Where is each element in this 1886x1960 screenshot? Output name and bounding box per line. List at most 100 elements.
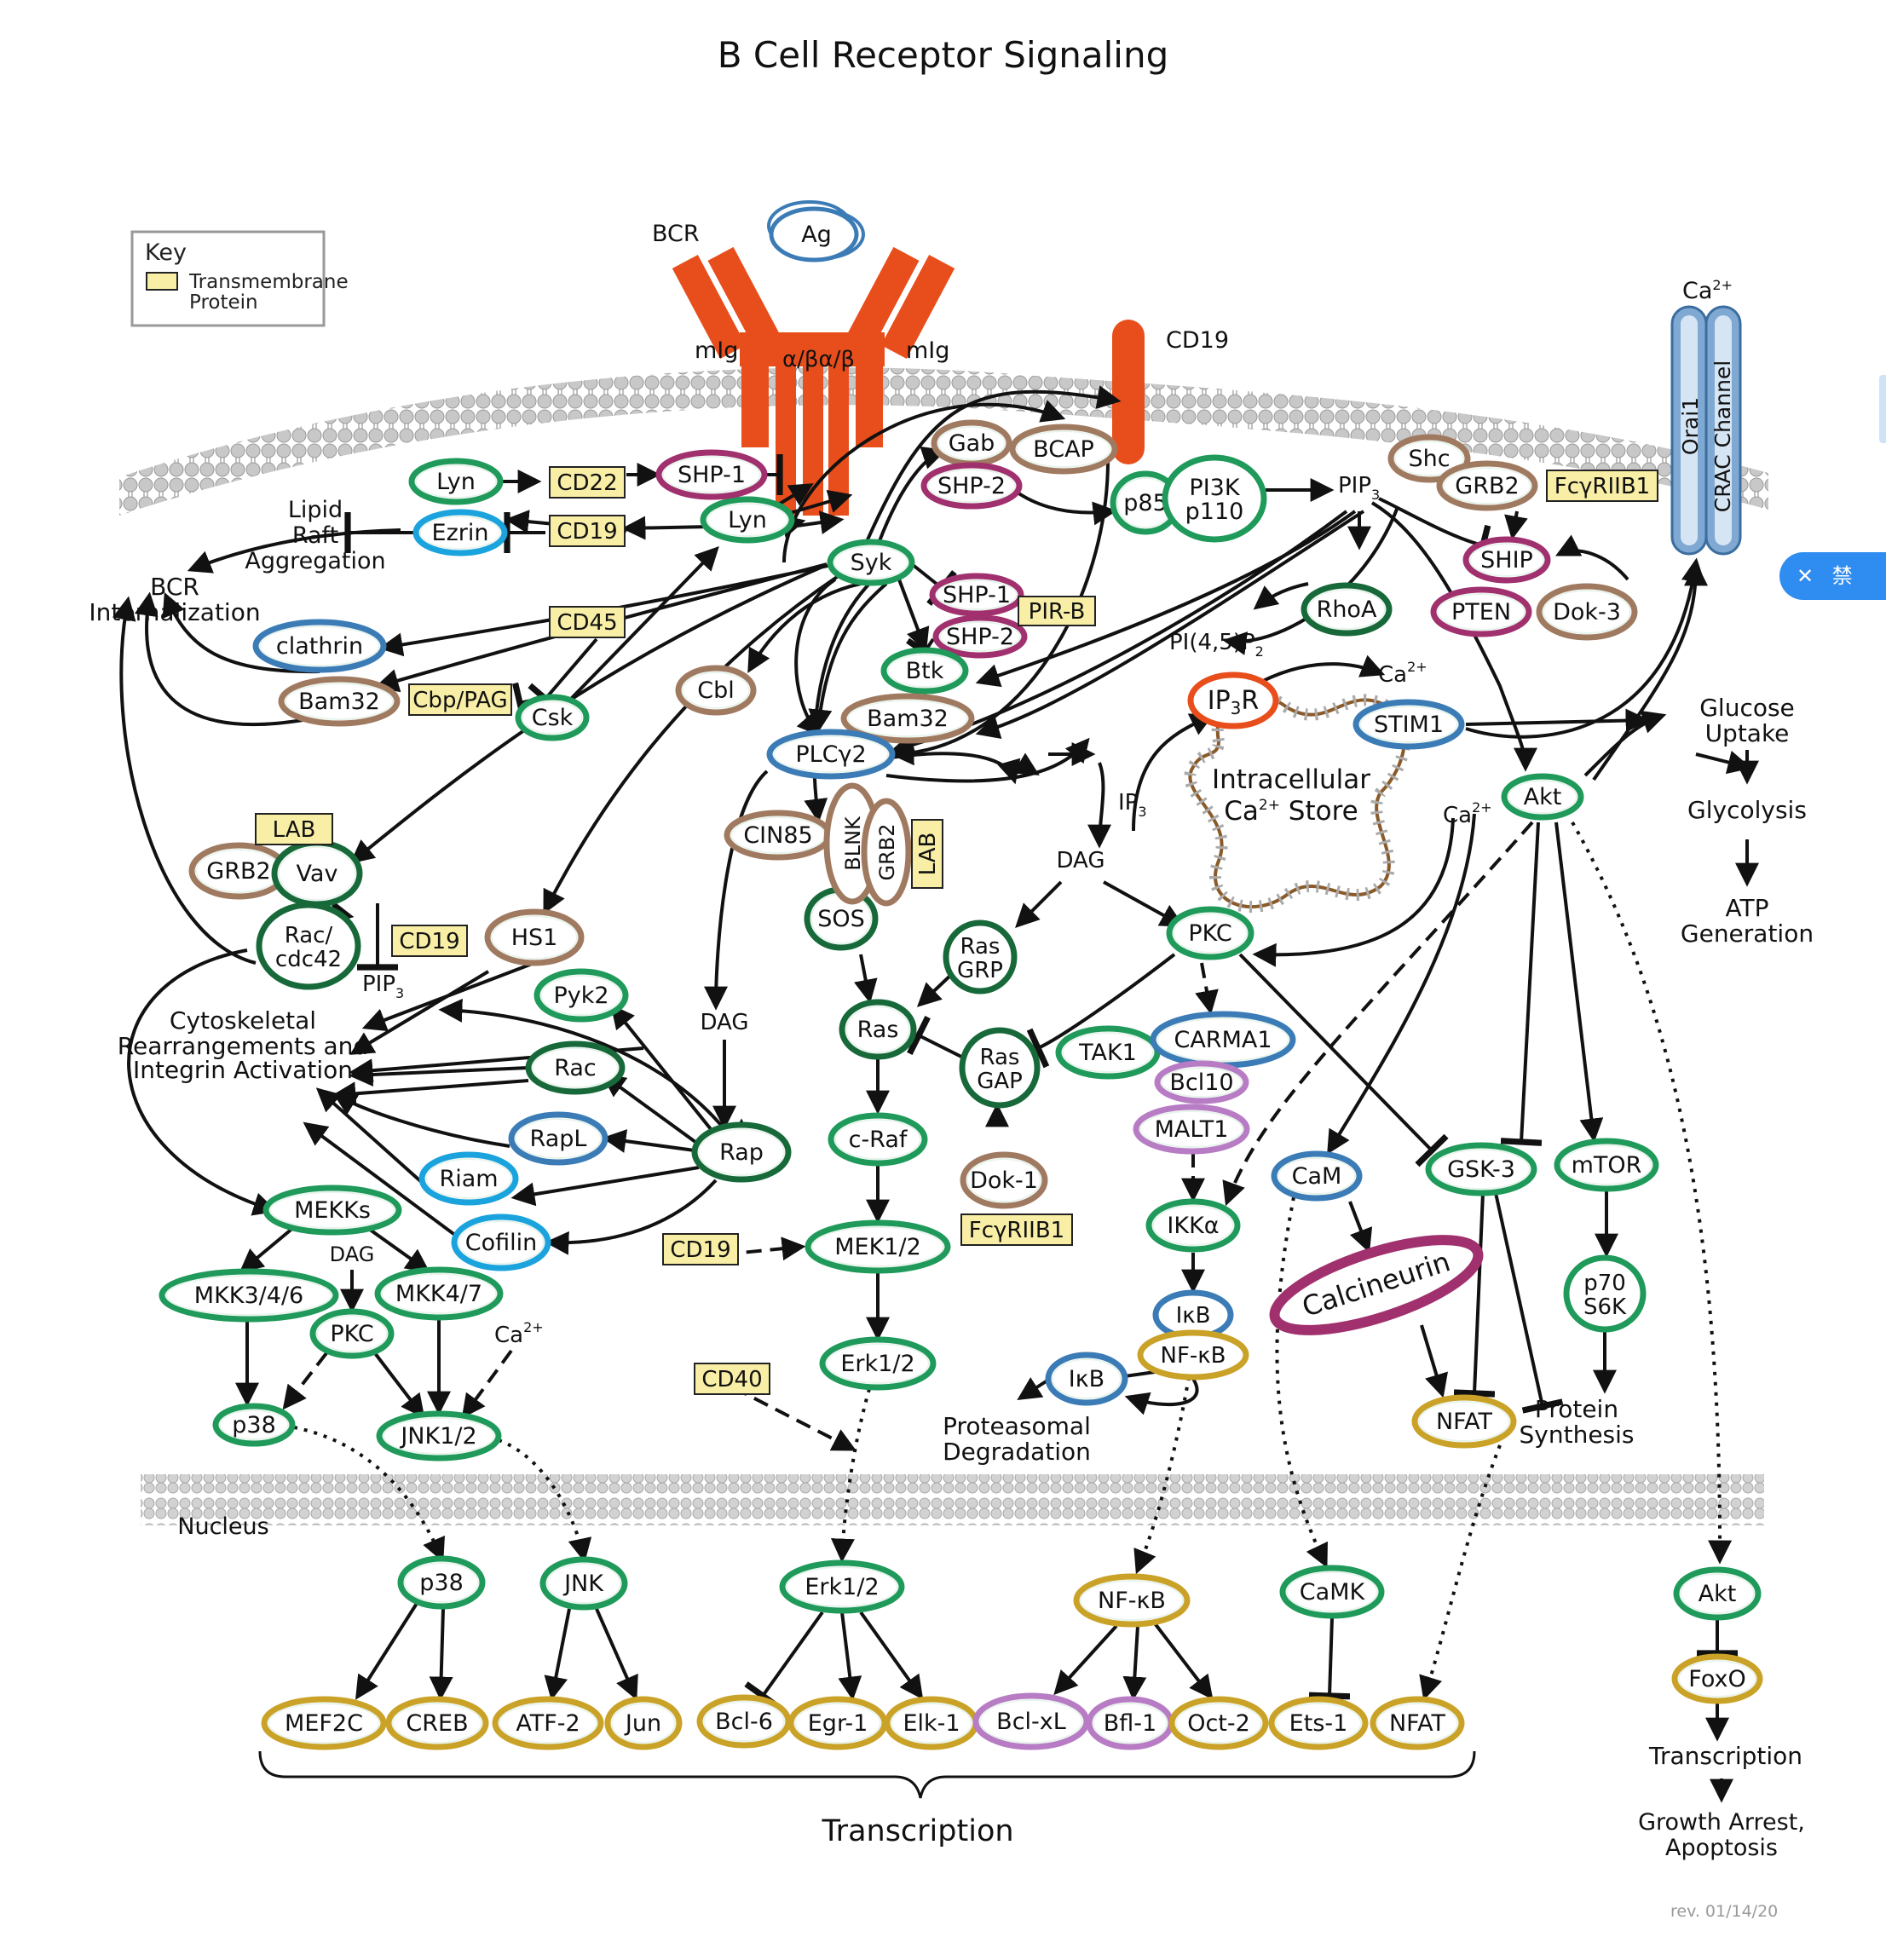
- edge-25: [975, 510, 1365, 739]
- node-label-p85: p85: [1123, 490, 1168, 516]
- node-malt1: MALT1: [1133, 1104, 1250, 1155]
- node-bcl10: Bcl10: [1154, 1060, 1249, 1104]
- node-label-pkc2: PKC: [330, 1321, 373, 1347]
- crac-channel: [1670, 305, 1742, 556]
- node-label-bam32a: Bam32: [298, 689, 380, 715]
- label-ca_b: Ca2+: [1443, 799, 1492, 828]
- label-cyto1: Cytoskeletal: [170, 1006, 316, 1035]
- edge-27: [897, 579, 930, 653]
- node-cam: CaM: [1271, 1150, 1363, 1202]
- bcr-label: BCR: [652, 221, 700, 247]
- edge-76: [1327, 813, 1476, 1155]
- node-pyk2: Pyk2: [534, 968, 629, 1023]
- node-label-gab: Gab: [949, 430, 995, 457]
- node-label-mkk47: MKK4/7: [395, 1281, 482, 1307]
- node-label-craf: c-Raf: [849, 1127, 908, 1153]
- edge-97: [438, 998, 726, 1131]
- edge-55: [1695, 750, 1752, 775]
- node-akt2: Akt: [1673, 1566, 1762, 1621]
- close-icon[interactable]: ✕: [1797, 564, 1814, 588]
- cd19-receptor-label: CD19: [1166, 327, 1229, 354]
- edge-125: [744, 1611, 824, 1710]
- label-transcription2: Transcription: [1648, 1742, 1802, 1770]
- node-label-lyn1: Lyn: [436, 469, 476, 495]
- edge-88: [1419, 1444, 1502, 1701]
- edge-59: [1103, 880, 1185, 927]
- node-label-shp2a: SHP-2: [937, 473, 1006, 499]
- edge-130: [1153, 1622, 1214, 1700]
- edge-50: [1260, 654, 1386, 683]
- floating-translate-pill[interactable]: ✕ 禁: [1779, 552, 1886, 600]
- node-label-akt2: Akt: [1699, 1581, 1737, 1607]
- node-jnk: JNK: [539, 1556, 628, 1611]
- node-gsk3: GSK-3: [1425, 1142, 1537, 1196]
- node-label-rasgapA: Ras: [980, 1045, 1020, 1070]
- tm-label-cd40: CD40: [701, 1367, 762, 1392]
- store-label-line1: Intracellular: [1212, 764, 1370, 795]
- label-lipid1: Lipid: [288, 497, 343, 523]
- node-pkc1: PKC: [1166, 906, 1254, 960]
- node-label-elk1: Elk-1: [903, 1710, 960, 1737]
- label-bcrint1: BCR: [150, 573, 199, 601]
- tm-label-cd19b: CD19: [399, 929, 459, 954]
- node-btk: Btk: [880, 647, 969, 695]
- node-label-rasgrpA: Ras: [960, 934, 1001, 960]
- node-rap: Rap: [691, 1121, 792, 1183]
- label-atp1: ATP: [1726, 894, 1769, 922]
- tm-fcgr1: FcγRIIB1: [1546, 470, 1658, 502]
- node-grb2c: GRB2: [861, 798, 912, 907]
- edge-124: [595, 1608, 638, 1701]
- node-ras: Ras: [839, 999, 917, 1060]
- tm-label-fcgr1: FcγRIIB1: [1554, 474, 1650, 499]
- edge-37: [543, 574, 841, 914]
- node-cbl: Cbl: [675, 665, 757, 716]
- edge-60: [1252, 817, 1455, 967]
- tm-cd19a: CD19: [549, 515, 626, 547]
- label-prot2: Synthesis: [1520, 1421, 1635, 1449]
- edge-22: [1253, 582, 1309, 610]
- edge-126: [838, 1611, 862, 1701]
- node-bclxl: Bcl-xL: [972, 1692, 1090, 1750]
- node-stim1: STIM1: [1352, 699, 1465, 750]
- crac-ion-label: Ca2+: [1682, 277, 1733, 304]
- node-label-nfat2: NFAT: [1389, 1710, 1446, 1737]
- edge-114: [373, 1352, 425, 1419]
- node-label-foxo: FoxO: [1688, 1666, 1746, 1692]
- node-jun: Jun: [604, 1696, 683, 1750]
- node-carma1: CARMA1: [1150, 1011, 1296, 1069]
- node-egr1: Egr-1: [787, 1696, 888, 1750]
- mig-right-label: mIg: [906, 337, 949, 364]
- edge-96: [545, 1179, 718, 1255]
- edge-53: [1465, 708, 1650, 733]
- node-label-clathrin: clathrin: [276, 633, 363, 660]
- edge-24: [975, 510, 1357, 688]
- node-creb: CREB: [385, 1696, 489, 1750]
- node-erk1: Erk1/2: [819, 1336, 937, 1391]
- side-edge-tab[interactable]: [1879, 375, 1886, 443]
- alpha-beta-label: α/βα/β: [782, 347, 855, 372]
- label-cyto2: Rearrangements and: [118, 1032, 368, 1060]
- label-ca_a: Ca2+: [1378, 659, 1427, 688]
- edge-43: [890, 459, 1110, 766]
- edge-108: [239, 1225, 296, 1273]
- node-label-ip3r-sub: 3: [1231, 698, 1242, 718]
- node-label-sos: SOS: [817, 906, 865, 932]
- node-label-jun: Jun: [624, 1710, 661, 1737]
- node-pten: PTEN: [1430, 586, 1532, 637]
- revision-date: rev. 01/14/20: [1670, 1902, 1779, 1921]
- edge-13: [863, 385, 1122, 546]
- tm-cd45: CD45: [549, 606, 626, 638]
- node-cin85: CIN85: [724, 810, 833, 861]
- node-label-dok1: Dok-1: [970, 1167, 1038, 1194]
- node-label-ikka: IKKα: [1167, 1213, 1219, 1239]
- node-label-rasgapB: GAP: [977, 1069, 1023, 1094]
- node-label-mef2c: MEF2C: [285, 1710, 363, 1737]
- intracellular-ca-store: [1188, 693, 1407, 909]
- node-label-cam: CaM: [1292, 1163, 1342, 1190]
- node-label-bam32b: Bam32: [867, 706, 949, 732]
- edge-61: [916, 971, 955, 1007]
- transmembrane-layer: CD22CD19CD45Cbp/PAGPIR-BLABLABCD19FcγRII…: [255, 466, 1658, 1395]
- node-rapl: RapL: [508, 1111, 608, 1166]
- tm-lab1: LAB: [255, 813, 333, 845]
- node-shp2b: SHP-2: [932, 614, 1028, 659]
